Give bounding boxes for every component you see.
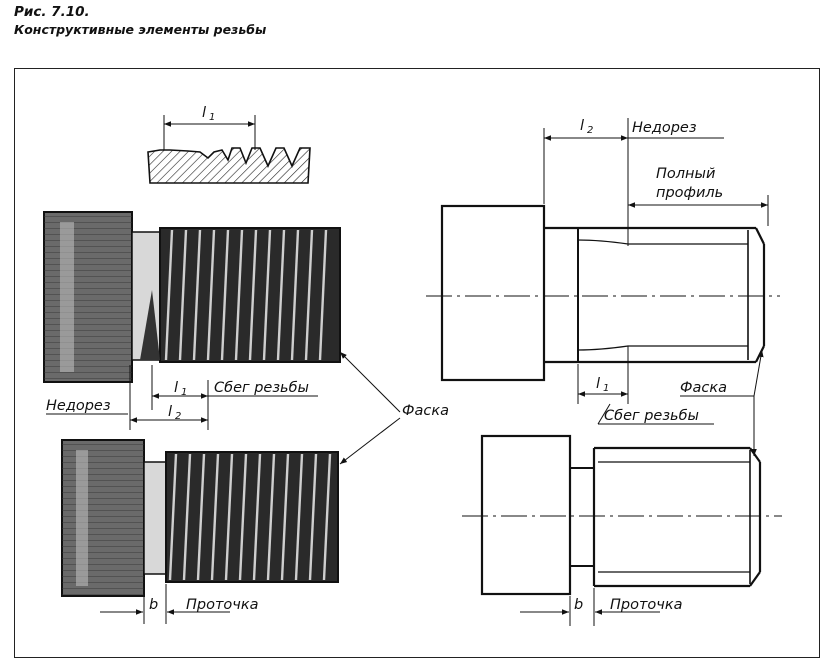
- label-nedorez-bolt1: Недорез: [46, 398, 111, 414]
- label-l1-bolt1-sub: 1: [181, 387, 187, 398]
- bolt-schematic-undercut: [462, 434, 782, 596]
- label-b-bolt2: b: [149, 597, 158, 613]
- label-l2-schematic-sub: 2: [587, 125, 593, 136]
- faska-right-leaders: [680, 349, 764, 456]
- label-l2-bolt1: l: [168, 404, 172, 420]
- label-l1-schematic: l: [596, 376, 600, 392]
- label-nedorez-schematic: Недорез: [632, 120, 697, 136]
- bolt1-dimensions: [46, 365, 318, 430]
- label-faska-left: Фаска: [402, 403, 449, 419]
- label-protochka-schematic: Проточка: [610, 597, 683, 613]
- label-l2-schematic: l: [580, 118, 584, 134]
- label-b-schematic: b: [574, 597, 583, 613]
- figure-title: Конструктивные элементы резьбы: [14, 22, 267, 37]
- label-faska-right: Фаска: [680, 380, 727, 396]
- label-protochka-bolt2: Проточка: [186, 597, 259, 613]
- schematic2-dimensions: [520, 588, 660, 626]
- figure-caption: Рис. 7.10. Конструктивные элементы резьб…: [14, 4, 266, 38]
- bolt-realistic-undercut: [61, 439, 339, 597]
- bolt-realistic-runout: [43, 211, 341, 383]
- label-l2-bolt1-sub: 2: [175, 411, 181, 422]
- label-l1-profile-sub: 1: [209, 112, 215, 123]
- label-sbeg-schematic: Сбег резьбы: [604, 408, 699, 424]
- schematic1-dimensions: [543, 118, 769, 425]
- thread-profile-fragment: [147, 115, 311, 184]
- faska-left-leaders: [339, 351, 401, 465]
- label-polny-line1: Полный: [656, 166, 715, 182]
- bolt-schematic-runout: [426, 204, 780, 382]
- figure-frame: [14, 68, 820, 658]
- bolt2-dimensions: [100, 580, 230, 624]
- label-l1-bolt1: l: [174, 380, 178, 396]
- label-l1-schematic-sub: 1: [603, 383, 609, 394]
- figure-number: Рис. 7.10.: [14, 4, 90, 20]
- label-l1-profile: l: [202, 105, 206, 121]
- label-polny-line2: профиль: [656, 185, 723, 201]
- label-sbeg-bolt1: Сбег резьбы: [214, 380, 309, 396]
